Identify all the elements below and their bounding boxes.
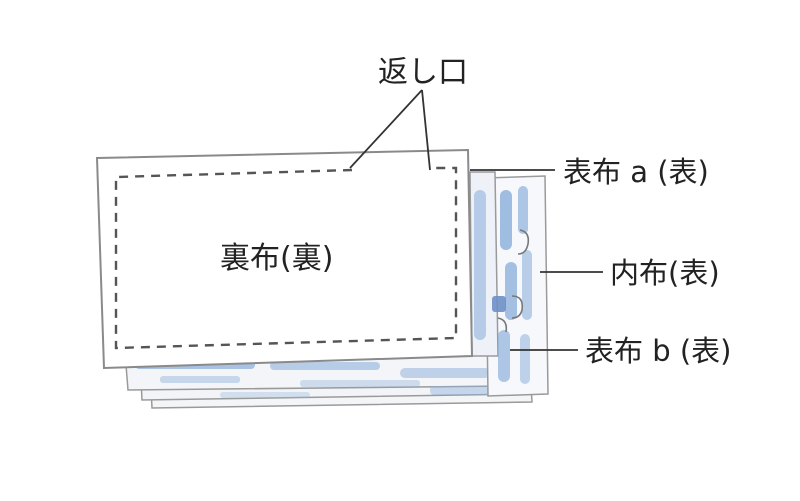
label-inner-fabric: 内布(表) xyxy=(610,256,720,290)
leader-lines xyxy=(349,89,603,351)
label-outer-fabric-b: 表布 b (表) xyxy=(585,334,731,368)
clip-marks xyxy=(497,229,530,333)
label-outer-fabric-a: 表布 a (表) xyxy=(563,155,709,189)
label-back-fabric: 裏布(裏) xyxy=(220,241,333,276)
back-fabric xyxy=(95,148,474,370)
label-opening: 返し口 xyxy=(378,55,468,90)
fabric-blue-pattern-right xyxy=(474,186,532,384)
